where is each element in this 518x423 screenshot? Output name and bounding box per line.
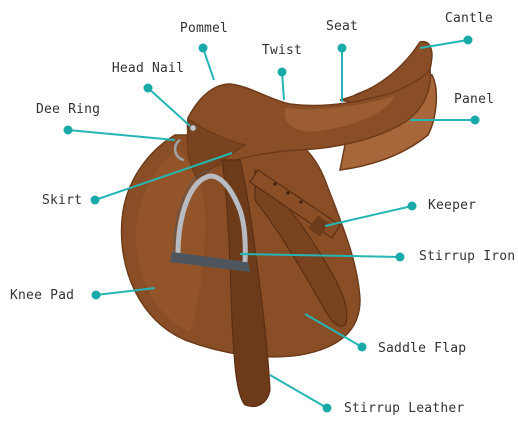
stirrup-leather-leader: [270, 375, 327, 408]
stirrup-leather-label: Stirrup Leather: [344, 402, 464, 415]
pommel-dot: [199, 44, 208, 53]
panel-dot: [471, 116, 480, 125]
dee-ring-leader: [68, 130, 175, 140]
cantle-leader: [420, 40, 468, 48]
skirt-leader: [95, 153, 232, 200]
head-nail-leader: [148, 88, 190, 126]
cantle-dot: [464, 36, 473, 45]
skirt-label: Skirt: [42, 194, 82, 207]
twist-dot: [278, 68, 287, 77]
saddle-flap-dot: [358, 343, 367, 352]
dee-ring-dot: [64, 126, 73, 135]
panel-label: Panel: [454, 93, 494, 106]
stirrup-leather-dot: [323, 404, 332, 413]
stirrup-iron-leader: [240, 254, 400, 257]
twist-label: Twist: [262, 44, 302, 57]
seat-label: Seat: [326, 20, 358, 33]
pommel-leader: [203, 48, 214, 80]
keeper-dot: [408, 202, 417, 211]
saddle-flap-label: Saddle Flap: [378, 342, 466, 355]
keeper-label: Keeper: [428, 199, 476, 212]
head-nail-dot: [144, 84, 153, 93]
skirt-dot: [91, 196, 100, 205]
knee-pad-dot: [92, 291, 101, 300]
pommel-label: Pommel: [180, 22, 228, 35]
head-nail-label: Head Nail: [112, 62, 184, 75]
cantle-label: Cantle: [445, 12, 493, 25]
stirrup-iron-label: Stirrup Iron: [419, 250, 515, 263]
keeper-leader: [325, 206, 412, 226]
knee-pad-label: Knee Pad: [10, 289, 74, 302]
stirrup-iron-dot: [396, 253, 405, 262]
knee-pad-leader: [96, 288, 155, 295]
seat-dot: [338, 44, 347, 53]
dee-ring-label: Dee Ring: [36, 103, 100, 116]
saddle-flap-leader: [305, 314, 362, 347]
